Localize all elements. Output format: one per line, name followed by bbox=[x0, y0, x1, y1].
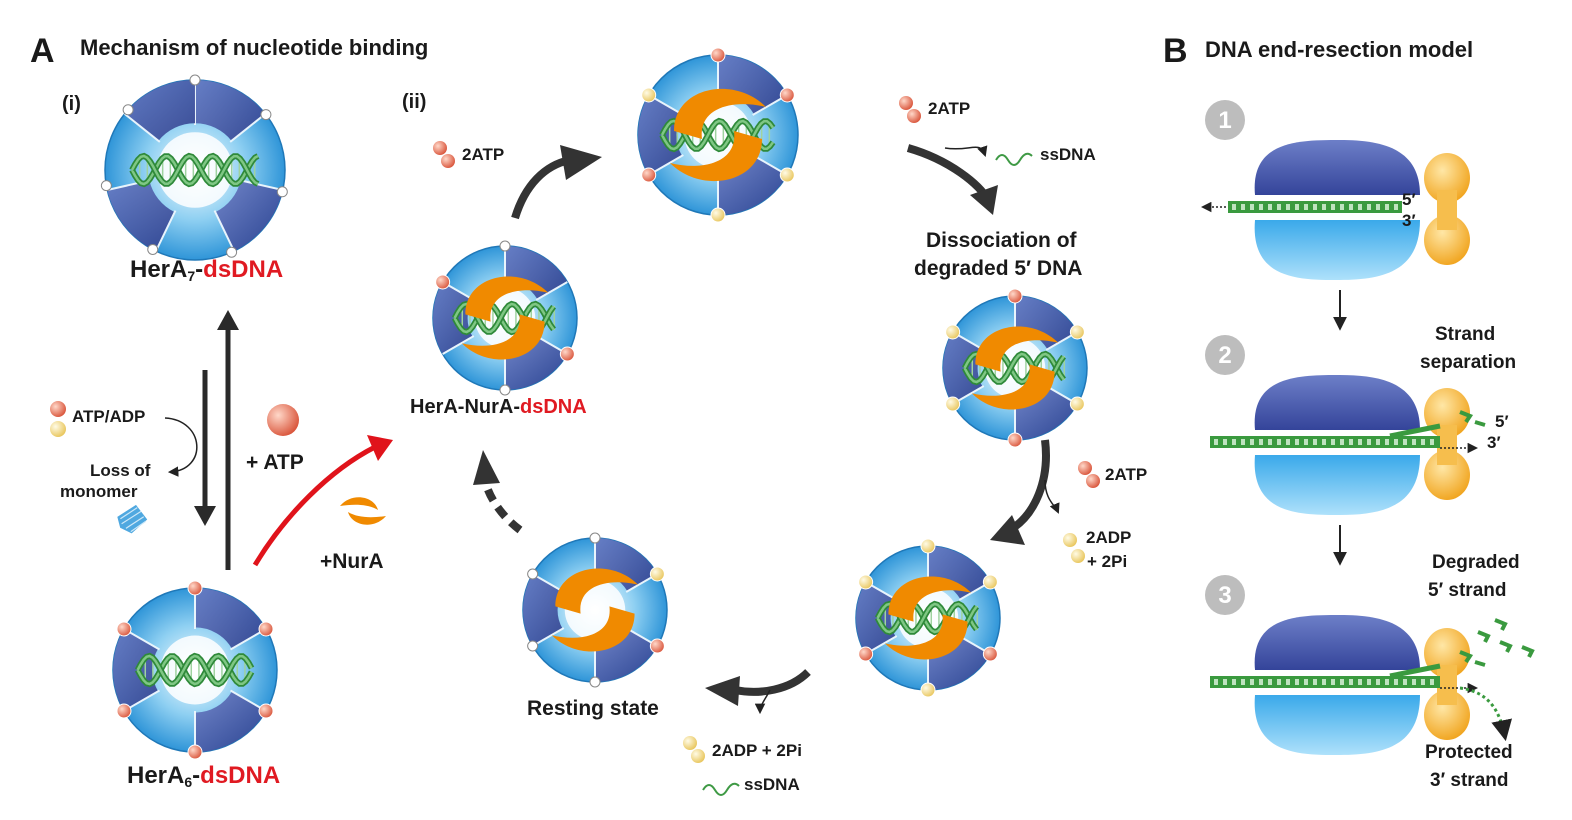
atp-adp-label: ATP/ADP bbox=[72, 407, 145, 426]
svg-text:3: 3 bbox=[1218, 582, 1231, 609]
svg-text:1: 1 bbox=[1218, 107, 1231, 134]
cycle-arrows bbox=[473, 144, 1050, 706]
atp-ball-icon bbox=[267, 404, 299, 436]
loss-curve-arrow bbox=[164, 417, 198, 477]
panel-b-title: DNA end-resection model bbox=[1205, 37, 1473, 62]
strand-separation-label-1: Strand bbox=[1435, 324, 1495, 345]
protected-label-2: 3′ strand bbox=[1430, 770, 1508, 791]
hera7-dsdna-label: HerA7-dsDNA bbox=[130, 256, 283, 284]
ssdna-label-2: ssDNA bbox=[744, 775, 800, 794]
nura-binding-arrow-head bbox=[367, 435, 393, 461]
loss-of-monomer-label-2: monomer bbox=[60, 482, 138, 501]
subpanel-i-label: (i) bbox=[62, 93, 81, 115]
cycle-ring-top bbox=[637, 47, 799, 223]
adp-icon bbox=[50, 421, 66, 437]
two-adp-icon-2 bbox=[683, 736, 705, 763]
panel-a-letter: A bbox=[30, 32, 55, 70]
hera6-dsdna-label: HerA6-dsDNA bbox=[127, 762, 280, 790]
atp-icon bbox=[50, 401, 66, 417]
ssdna-icon-2 bbox=[702, 782, 740, 796]
resection-step-2: 2 bbox=[1205, 335, 1486, 515]
plus-nura-label: +NurA bbox=[320, 550, 384, 573]
strand-separation-label-2: separation bbox=[1420, 352, 1516, 373]
dissociation-label-1: Dissociation of bbox=[926, 229, 1078, 252]
panel-a-title: Mechanism of nucleotide binding bbox=[80, 35, 428, 60]
subpanel-ii-label: (ii) bbox=[402, 91, 426, 113]
two-pi-label-1: + 2Pi bbox=[1087, 552, 1127, 571]
resting-state-label: Resting state bbox=[527, 697, 659, 720]
plus-atp-label: + ATP bbox=[246, 451, 304, 474]
released-monomer-icon bbox=[117, 504, 148, 534]
nura-icon bbox=[340, 497, 386, 525]
two-adp-pi-label: 2ADP + 2Pi bbox=[712, 741, 802, 760]
b1-5prime-label: 5′ bbox=[1402, 190, 1416, 209]
two-atp-icon-b bbox=[899, 96, 921, 123]
two-atp-icon-a bbox=[433, 141, 455, 168]
two-atp-icon-c bbox=[1078, 461, 1100, 488]
b1-3prime-label: 3′ bbox=[1402, 211, 1416, 230]
resection-step-1: 1 bbox=[1200, 100, 1470, 280]
b2-5prime-label: 5′ bbox=[1495, 412, 1509, 431]
panel-b-letter: B bbox=[1163, 32, 1188, 70]
ssdna-label-1: ssDNA bbox=[1040, 145, 1096, 164]
b2-3prime-label: 3′ bbox=[1487, 433, 1501, 452]
two-adp-icon-1 bbox=[1063, 533, 1085, 563]
hera-nura-dsdna-ring bbox=[432, 240, 578, 396]
equilibrium-arrows bbox=[194, 310, 239, 570]
protected-label-1: Protected bbox=[1425, 742, 1513, 763]
ssdna-release-arrow-2 bbox=[754, 689, 771, 715]
svg-text:2: 2 bbox=[1218, 342, 1231, 369]
two-adp-label-1: 2ADP bbox=[1086, 528, 1131, 547]
two-atp-label-a: 2ATP bbox=[462, 145, 504, 164]
nura-binding-arrow bbox=[252, 444, 377, 567]
two-atp-label-c: 2ATP bbox=[1105, 465, 1147, 484]
ssdna-icon-1 bbox=[995, 152, 1033, 166]
degraded-label-2: 5′ strand bbox=[1428, 580, 1506, 601]
cycle-ring-bottom bbox=[855, 538, 1001, 698]
hera7-ring bbox=[100, 74, 288, 261]
resection-step-3: 3 bbox=[1205, 575, 1535, 755]
adp-release-arrow bbox=[1044, 479, 1060, 514]
degraded-label-1: Degraded bbox=[1432, 552, 1520, 573]
two-atp-label-b: 2ATP bbox=[928, 99, 970, 118]
resting-ring bbox=[522, 532, 668, 688]
hera-nura-dsdna-label: HerA-NurA-dsDNA bbox=[410, 396, 587, 418]
cycle-ring-right bbox=[942, 288, 1088, 448]
hera6-ring bbox=[112, 580, 278, 760]
loss-of-monomer-label-1: Loss of bbox=[90, 461, 151, 480]
ssdna-release-arrow-1 bbox=[944, 145, 988, 157]
dissociation-label-2: degraded 5′ DNA bbox=[914, 257, 1082, 280]
